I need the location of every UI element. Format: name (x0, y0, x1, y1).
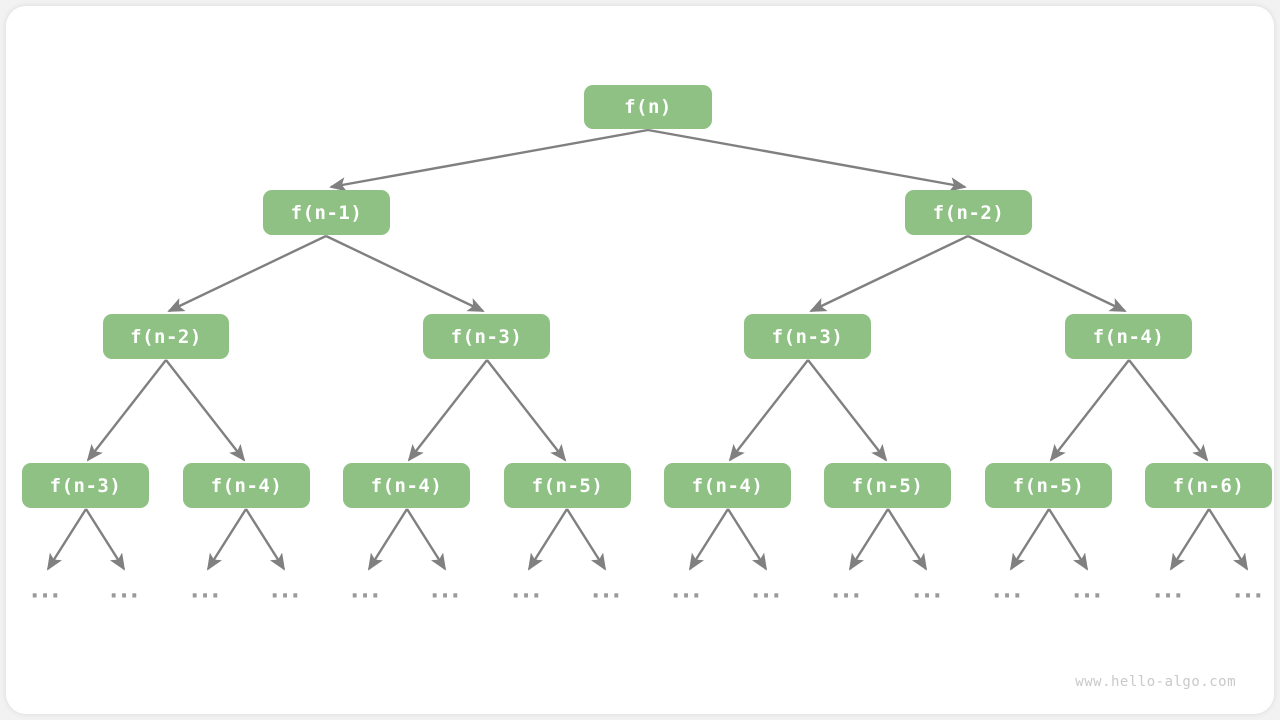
edge-n2-to-n5 (809, 234, 969, 313)
edge-n9-to-e5 (367, 508, 409, 571)
tree-node-n7[interactable]: f(n-3) (22, 463, 149, 508)
ellipsis-e2: ... (109, 578, 141, 604)
edge-n2-to-n6 (967, 234, 1127, 313)
edge-n10-to-e7 (527, 508, 569, 571)
tree-node-n9[interactable]: f(n-4) (343, 463, 470, 508)
edge-n0-to-n2 (647, 128, 967, 192)
tree-node-n12[interactable]: f(n-5) (824, 463, 951, 508)
ellipsis-e6: ... (430, 578, 462, 604)
ellipsis-e15: ... (1153, 578, 1185, 604)
edge-n11-to-e10 (726, 508, 768, 571)
ellipsis-e10: ... (751, 578, 783, 604)
ellipsis-e3: ... (190, 578, 222, 604)
ellipsis-e12: ... (912, 578, 944, 604)
ellipsis-e1: ... (30, 578, 62, 604)
edge-n11-to-e9 (688, 508, 730, 571)
edge-n1-to-n3 (167, 234, 327, 313)
tree-node-n2[interactable]: f(n-2) (905, 190, 1032, 235)
edge-n10-to-e8 (565, 508, 607, 571)
edge-n14-to-e16 (1207, 508, 1249, 571)
edge-n12-to-e11 (848, 508, 890, 571)
edge-n13-to-e13 (1009, 508, 1051, 571)
tree-node-n14[interactable]: f(n-6) (1145, 463, 1272, 508)
tree-node-n0[interactable]: f(n) (584, 85, 712, 129)
edge-n7-to-e2 (84, 508, 126, 571)
edge-n4-to-n10 (486, 359, 567, 462)
edge-n8-to-e4 (244, 508, 286, 571)
edge-n5-to-n11 (728, 359, 809, 462)
tree-node-n8[interactable]: f(n-4) (183, 463, 310, 508)
edge-n13-to-e14 (1047, 508, 1089, 571)
edge-n8-to-e3 (206, 508, 248, 571)
watermark: www.hello-algo.com (1075, 674, 1236, 690)
edge-n6-to-n14 (1128, 359, 1209, 462)
edge-n9-to-e6 (405, 508, 447, 571)
edge-n5-to-n12 (807, 359, 888, 462)
edge-n3-to-n7 (86, 359, 167, 462)
ellipsis-e4: ... (270, 578, 302, 604)
ellipsis-e16: ... (1233, 578, 1265, 604)
ellipsis-e5: ... (350, 578, 382, 604)
diagram-card: f(n) f(n-1) f(n-2) f(n-2) f(n-3) f(n-3) f(n-4)… (6, 6, 1274, 714)
edge-n4-to-n9 (407, 359, 488, 462)
ellipsis-e13: ... (992, 578, 1024, 604)
tree-node-n13[interactable]: f(n-5) (985, 463, 1112, 508)
edge-n1-to-n4 (325, 234, 485, 313)
edge-n6-to-n13 (1049, 359, 1130, 462)
tree-node-n5[interactable]: f(n-3) (744, 314, 871, 359)
edge-n14-to-e15 (1169, 508, 1211, 571)
tree-node-n11[interactable]: f(n-4) (664, 463, 791, 508)
ellipsis-e8: ... (591, 578, 623, 604)
tree-node-n10[interactable]: f(n-5) (504, 463, 631, 508)
edge-n0-to-n1 (329, 128, 649, 192)
ellipsis-e11: ... (831, 578, 863, 604)
edge-n3-to-n8 (165, 359, 246, 462)
edge-n12-to-e12 (886, 508, 928, 571)
tree-node-n6[interactable]: f(n-4) (1065, 314, 1192, 359)
ellipsis-e7: ... (511, 578, 543, 604)
tree-node-n1[interactable]: f(n-1) (263, 190, 390, 235)
ellipsis-e9: ... (671, 578, 703, 604)
tree-node-n4[interactable]: f(n-3) (423, 314, 550, 359)
ellipsis-e14: ... (1072, 578, 1104, 604)
edge-n7-to-e1 (46, 508, 88, 571)
tree-node-n3[interactable]: f(n-2) (103, 314, 229, 359)
